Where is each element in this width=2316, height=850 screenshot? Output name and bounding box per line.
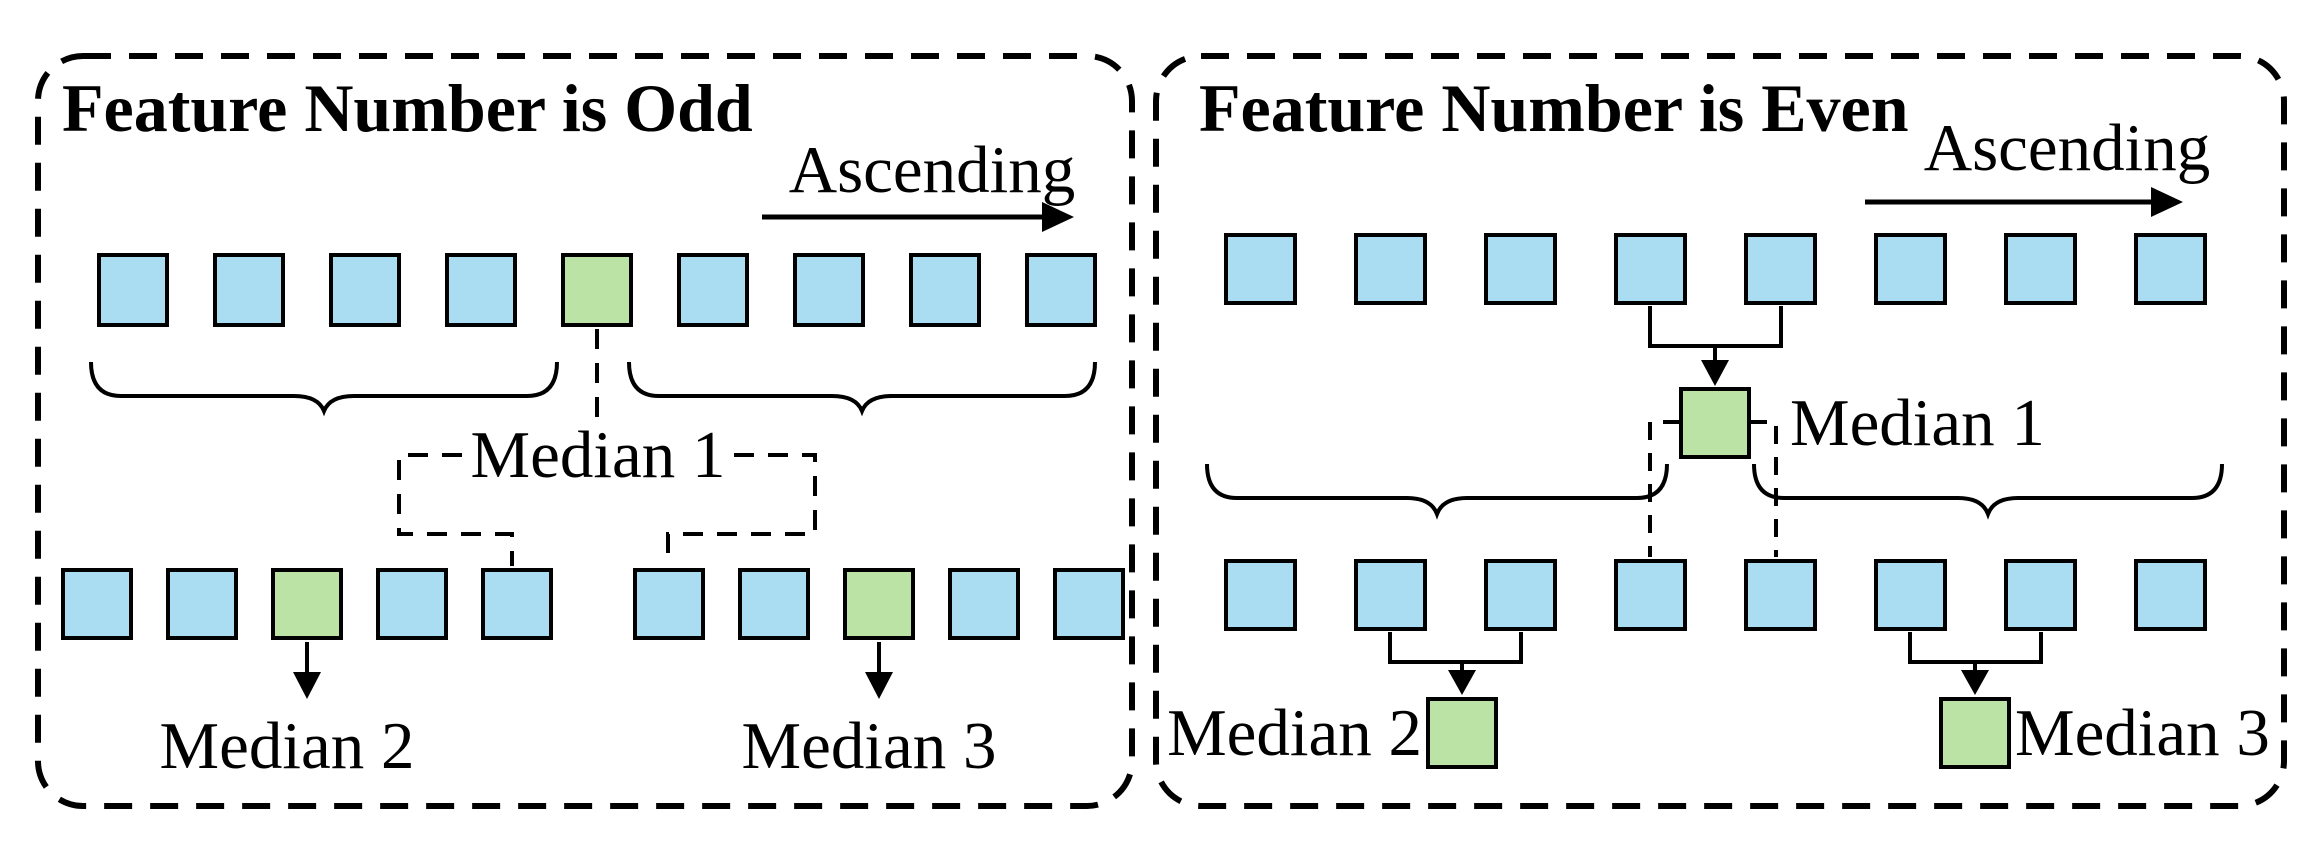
feature-square <box>445 253 517 327</box>
feature-square <box>948 568 1020 640</box>
even-panel-border <box>1153 53 2287 809</box>
feature-square <box>61 568 133 640</box>
odd-median1-label: Median 1 <box>470 418 726 492</box>
feature-square <box>738 568 810 640</box>
even-ascending-arrow-icon <box>1865 187 2183 217</box>
even-median3-square <box>1939 697 2011 769</box>
even-row2 <box>1224 559 2207 631</box>
feature-square <box>1025 253 1097 327</box>
even-left-under-brace <box>1205 463 1669 520</box>
feature-square <box>1224 559 1297 631</box>
feature-square <box>1744 233 1817 305</box>
feature-square <box>1874 559 1947 631</box>
even-median1-square <box>1679 387 1751 459</box>
feature-square <box>2004 233 2077 305</box>
even-ascending-label: Ascending <box>1923 111 2211 185</box>
odd-left-under-brace <box>89 361 559 417</box>
median-square <box>271 568 343 640</box>
odd-ascending-label: Ascending <box>788 133 1076 207</box>
feature-square <box>633 568 705 640</box>
feature-square <box>1614 233 1687 305</box>
even-median1-left-dashed-connector <box>1648 420 1681 557</box>
even-median1-merge-bracket <box>1648 306 1783 386</box>
feature-square <box>376 568 448 640</box>
even-median1-label: Median 1 <box>1790 386 2045 460</box>
feature-square <box>1354 559 1427 631</box>
feature-square <box>1224 233 1297 305</box>
feature-square <box>2004 559 2077 631</box>
feature-square <box>166 568 238 640</box>
feature-square <box>677 253 749 327</box>
median-square <box>561 253 633 327</box>
odd-median3-arrow-icon <box>865 642 893 699</box>
feature-square <box>793 253 865 327</box>
odd-median3-label: Median 3 <box>741 709 997 783</box>
even-row1 <box>1224 233 2207 305</box>
even-median2-merge-bracket <box>1388 632 1523 695</box>
even-panel-title: Feature Number is Even <box>1199 70 1909 146</box>
feature-square <box>1484 233 1557 305</box>
feature-square <box>481 568 553 640</box>
feature-square <box>2134 559 2207 631</box>
feature-square <box>1484 559 1557 631</box>
odd-ascending-arrow-icon <box>762 202 1074 232</box>
feature-square <box>97 253 169 327</box>
even-median1-right-dashed-connector <box>1749 420 1778 557</box>
odd-panel-title: Feature Number is Odd <box>62 70 753 146</box>
even-median2-label: Median 2 <box>1167 696 1422 770</box>
odd-right-under-brace <box>627 361 1097 417</box>
feature-square <box>213 253 285 327</box>
median-square <box>843 568 915 640</box>
odd-median2-arrow-icon <box>293 642 321 699</box>
feature-square <box>1614 559 1687 631</box>
even-median2-square <box>1426 697 1498 769</box>
odd-row2-left <box>61 568 553 640</box>
odd-row1 <box>97 253 1097 327</box>
odd-panel-border <box>35 53 1135 809</box>
odd-median1-left-dashed-connector <box>397 453 514 566</box>
even-median3-merge-bracket <box>1908 632 2043 695</box>
feature-square <box>1874 233 1947 305</box>
feature-square <box>1354 233 1427 305</box>
feature-square <box>329 253 401 327</box>
feature-square <box>1053 568 1125 640</box>
feature-square <box>2134 233 2207 305</box>
feature-square <box>909 253 981 327</box>
odd-median1-right-dashed-connector <box>666 453 817 566</box>
even-right-under-brace <box>1752 463 2224 520</box>
odd-row2-right <box>633 568 1125 640</box>
odd-median2-label: Median 2 <box>159 709 415 783</box>
feature-square <box>1744 559 1817 631</box>
even-median3-label: Median 3 <box>2015 696 2270 770</box>
